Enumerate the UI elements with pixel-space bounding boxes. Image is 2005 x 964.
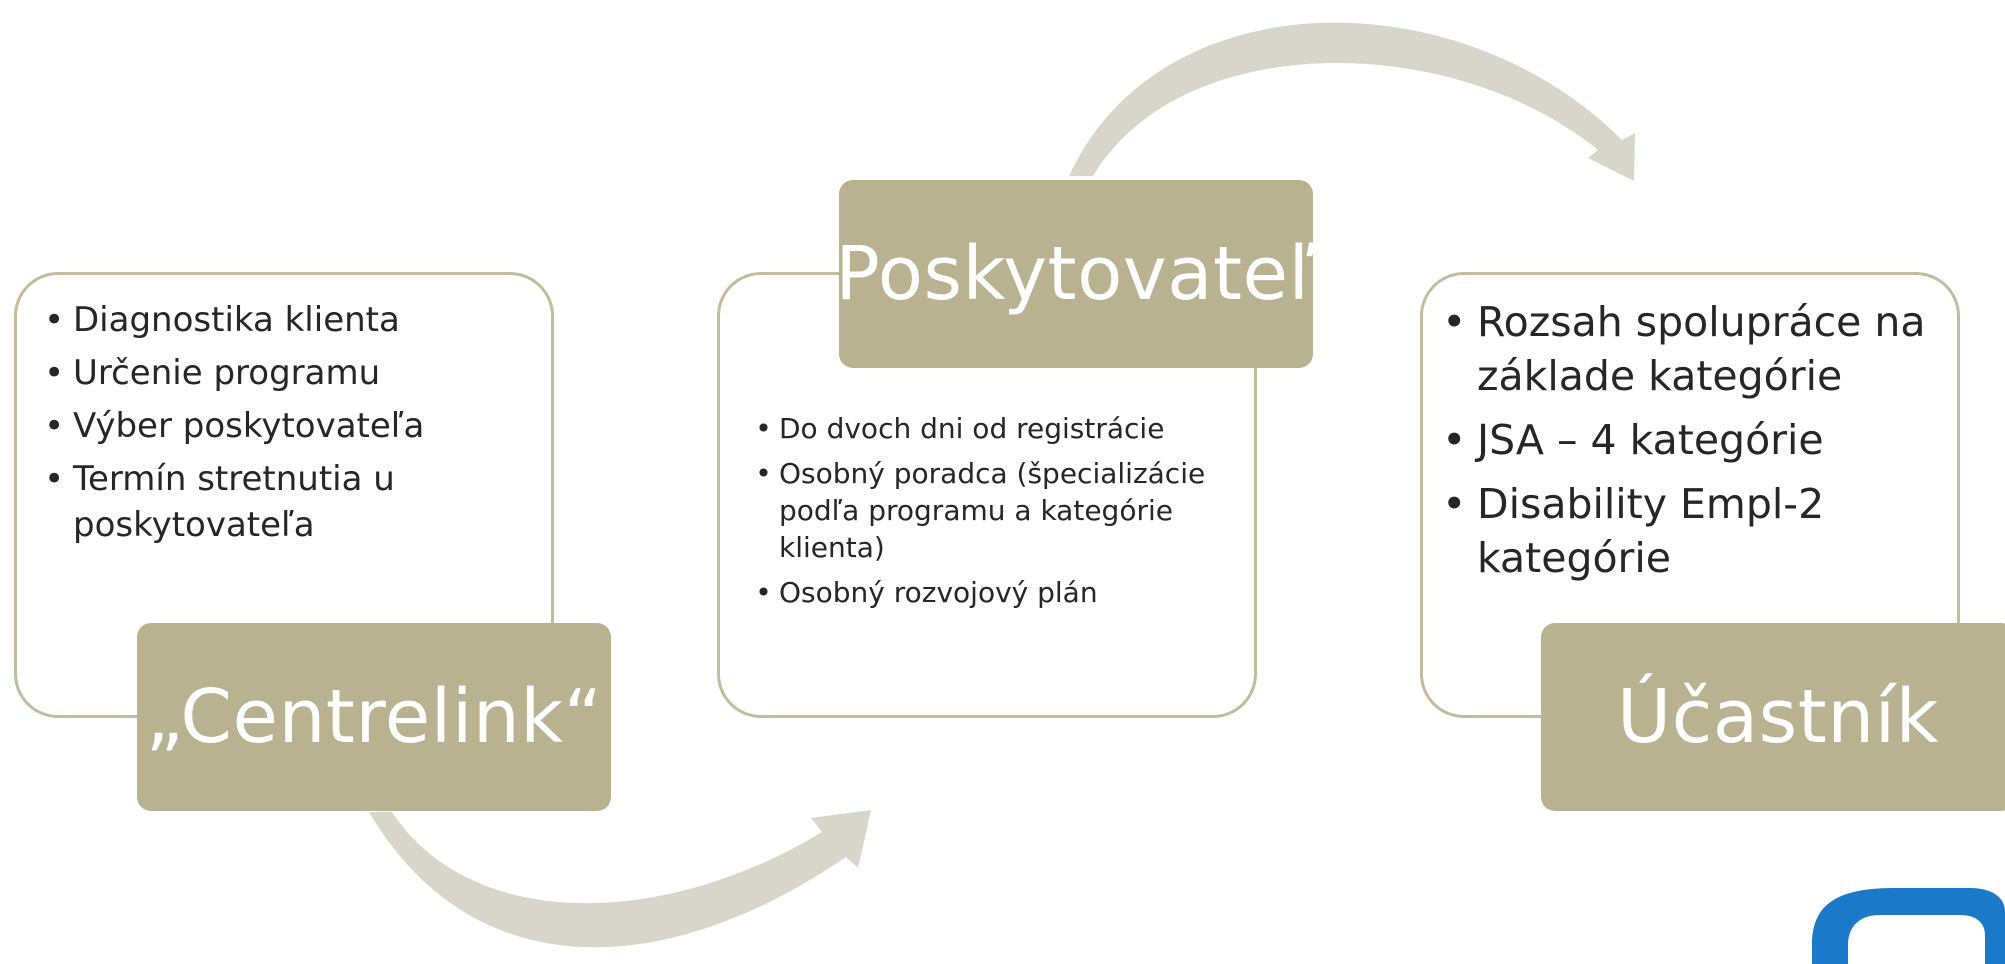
list-item: Rozsah spolupráce na základe kategórie [1442, 295, 1947, 403]
list-item: Disability Empl-2 kategórie [1442, 477, 1947, 585]
list-item: Výber poskytovateľa [44, 403, 543, 449]
list-item: Osobný rozvojový plán [755, 574, 1239, 611]
step-2-title: Poskytovateľ [835, 180, 1316, 368]
step-1-bullet-list: Diagnostika klienta Určenie programu Výb… [44, 297, 543, 555]
step-1-title: „Centrelink“ [137, 623, 611, 811]
list-item: Osobný poradca (špecializácie podľa prog… [755, 455, 1239, 566]
step-3-title: Účastník [1541, 623, 2005, 811]
step-2-bullet-list: Do dvoch dni od registrácie Osobný porad… [755, 410, 1239, 619]
list-item: JSA – 4 kategórie [1442, 413, 1947, 467]
list-item: Diagnostika klienta [44, 297, 543, 343]
list-item: Určenie programu [44, 350, 543, 396]
arrow-poskytovatel-to-ucastnik [1069, 22, 1635, 182]
list-item: Termín stretnutia u poskytovateľa [44, 456, 543, 548]
list-item: Do dvoch dni od registrácie [755, 410, 1239, 447]
arrow-centrelink-to-poskytovatel [369, 810, 871, 948]
logo-shape [1812, 888, 2005, 964]
step-3-bullet-list: Rozsah spolupráce na základe kategórie J… [1442, 295, 1947, 595]
